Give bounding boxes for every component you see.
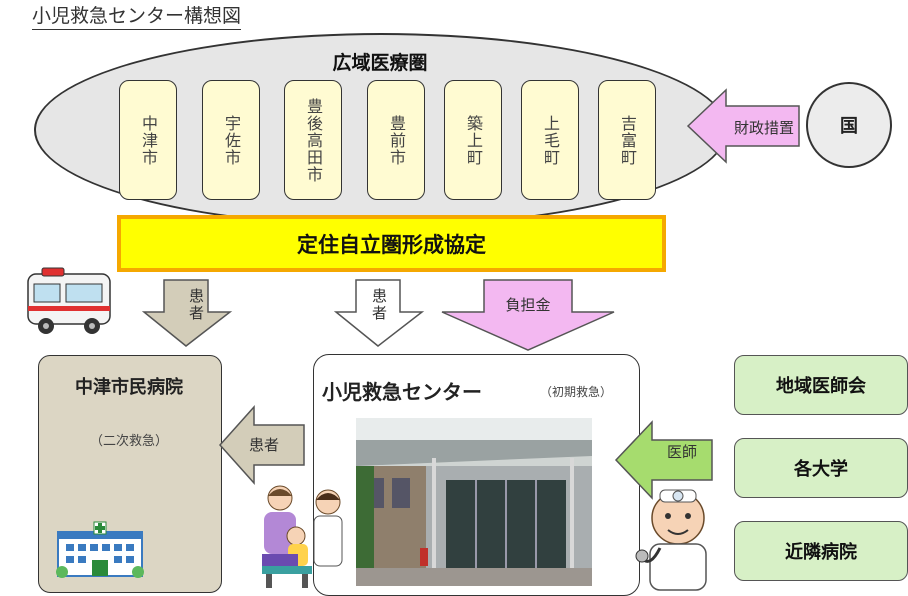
city-box: 宇佐市 — [202, 80, 260, 200]
country-circle: 国 — [806, 82, 892, 168]
hospital-name: 中津市民病院 — [75, 377, 183, 398]
city-label: 吉富町 — [618, 114, 637, 166]
center-level: （初期救急） — [540, 385, 613, 399]
supporter-box-universities: 各大学 — [734, 438, 908, 498]
doctor-label: 医師 — [666, 443, 697, 461]
city-label: 上毛町 — [541, 114, 560, 166]
ambulance-icon — [27, 267, 111, 334]
patient-label: 患者 — [187, 288, 205, 322]
family-nurse-illustration — [262, 485, 343, 588]
city-label: 中津市 — [139, 114, 158, 166]
agreement-banner: 定住自立圏形成協定 — [117, 215, 666, 272]
city-box: 豊前市 — [367, 80, 425, 200]
hospital-level: （二次救急） — [89, 434, 168, 449]
center-building-photo — [356, 418, 592, 586]
patient-transfer-arrow — [218, 405, 305, 485]
patient-arrow-down — [142, 279, 233, 347]
supporter-box-nearby-hospitals: 近隣病院 — [734, 521, 908, 581]
patient-arrow-down — [334, 279, 425, 347]
diagram-title: 小児救急センター構想図 — [32, 4, 242, 30]
doctor-illustration — [635, 489, 707, 591]
city-box: 吉富町 — [598, 80, 656, 200]
city-label: 豊後高田市 — [304, 97, 323, 183]
supporter-box-medical-association: 地域医師会 — [734, 355, 908, 415]
funding-label: 財政措置 — [733, 119, 794, 137]
city-box: 築上町 — [444, 80, 502, 200]
city-label: 宇佐市 — [222, 114, 241, 166]
city-box: 上毛町 — [521, 80, 579, 200]
city-box: 豊後高田市 — [284, 80, 342, 200]
patient-label: 患者 — [370, 288, 388, 322]
doctor-arrow — [614, 420, 713, 500]
hospital-building-icon — [56, 521, 144, 578]
regional-area-label: 広域医療圏 — [332, 52, 428, 74]
funding-arrow — [686, 88, 800, 164]
city-label: 築上町 — [464, 114, 483, 166]
center-name: 小児救急センター — [322, 380, 482, 404]
city-box: 中津市 — [119, 80, 177, 200]
city-label: 豊前市 — [387, 114, 406, 166]
burden-label: 負担金 — [505, 296, 551, 314]
transfer-label: 患者 — [248, 436, 279, 454]
burden-arrow — [441, 279, 615, 351]
